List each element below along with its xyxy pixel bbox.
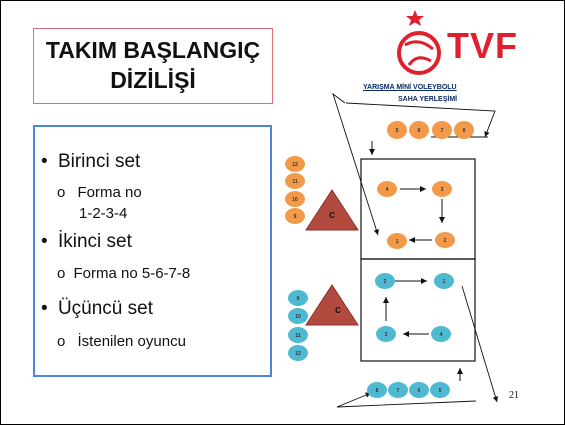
player-number: 7 (441, 128, 444, 134)
player-blue (288, 308, 308, 324)
player-blue (376, 326, 396, 342)
player-number: 2 (444, 238, 447, 244)
rotation-line-bottom-left (336, 392, 477, 408)
bullet-3-sub-1-text: İstenilen oyuncu (77, 333, 186, 350)
player-orange (435, 232, 455, 248)
player-number: 11 (295, 333, 301, 339)
title-box: TAKIM BAŞLANGIÇ DİZİLİŞİ (33, 28, 273, 104)
blue-bench: 9 10 11 12 (288, 290, 308, 361)
bullet-2-label: İkinci set (57, 231, 132, 252)
player-number: 6 (418, 128, 421, 134)
sub-glyph: o (57, 265, 66, 282)
player-blue (288, 345, 308, 361)
court-half-top (360, 158, 476, 260)
coach-triangle-top (305, 189, 359, 231)
bullet-2-sub-1-text: Forma no 5-6-7-8 (73, 265, 191, 282)
player-number: 7 (397, 388, 400, 394)
player-number: 6 (418, 388, 421, 394)
blue-queue: 8 7 6 5 (367, 382, 450, 398)
player-number: 8 (463, 128, 466, 134)
rotation-line-top-left (332, 92, 379, 236)
sub-glyph: o (57, 184, 66, 201)
player-number: 8 (376, 388, 379, 394)
bullet-2: • İkinci set (41, 231, 132, 253)
bullet-3-sub-1: o İstenilen oyuncu (57, 333, 186, 350)
logo-wordmark: TVF (447, 25, 518, 66)
player-blue (409, 382, 429, 398)
bullet-1-sub-2: 1-2-3-4 (79, 205, 128, 222)
player-number: 1 (396, 239, 399, 245)
player-orange (432, 121, 452, 139)
player-orange (377, 181, 397, 197)
player-number: 4 (386, 187, 389, 193)
player-number: 5 (396, 128, 399, 134)
coach-triangle-bottom (305, 284, 359, 326)
orange-queue: 5 6 7 8 (387, 121, 474, 139)
player-number: 3 (441, 187, 444, 193)
coach-label-top: C (329, 211, 335, 220)
bullet-list-box: • Birinci set o Forma no 1-2-3-4 • İkinc… (33, 125, 272, 377)
bullet-2-sub-1: o Forma no 5-6-7-8 (57, 265, 190, 282)
player-orange (454, 121, 474, 139)
bullet-1: • Birinci set (41, 151, 140, 173)
logo-subtitle-2: SAHA YERLEŞİMİ (398, 96, 458, 103)
player-orange (285, 208, 305, 224)
player-number: 9 (297, 296, 300, 302)
bullet-1-sub-1: o Forma no (57, 184, 142, 201)
player-orange (285, 173, 305, 189)
bullet-glyph: • (41, 231, 48, 252)
sub-glyph: o (57, 333, 66, 350)
player-number: 9 (294, 214, 297, 220)
logo-subtitle: YARIŞMA MİNİ VOLEYBOLU (363, 84, 457, 91)
player-orange (387, 121, 407, 139)
player-orange (432, 181, 452, 197)
bullet-1-label: Birinci set (57, 151, 141, 172)
player-number: 12 (292, 162, 298, 168)
player-blue (431, 326, 451, 342)
player-blue (434, 273, 454, 289)
bullet-1-sub-1-text: Forma no (77, 184, 142, 201)
player-number: 11 (292, 179, 298, 185)
player-blue (375, 273, 395, 289)
orange-bench: 12 11 10 9 (285, 156, 305, 224)
bullet-3-label: Üçüncü set (57, 298, 153, 319)
player-number: 1 (443, 279, 446, 285)
player-orange (285, 156, 305, 172)
player-number: 10 (295, 314, 301, 320)
page-number: 21 (509, 390, 519, 401)
player-orange (387, 233, 407, 249)
rotation-line-bottom-right (461, 285, 499, 403)
bullet-3: • Üçüncü set (41, 298, 153, 320)
player-orange (285, 191, 305, 207)
player-number: 5 (439, 388, 442, 394)
player-number: 2 (384, 279, 387, 285)
player-number: 4 (440, 332, 443, 338)
title-line-2: DİZİLİŞİ (110, 67, 196, 93)
player-blue (367, 382, 387, 398)
player-number: 10 (292, 197, 298, 203)
player-blue (288, 290, 308, 306)
bullet-glyph: • (41, 298, 48, 319)
player-blue (430, 382, 450, 398)
coach-label-bottom: C (335, 306, 341, 315)
player-blue (388, 382, 408, 398)
orange-court: 4 3 2 1 (377, 181, 455, 249)
blue-court: 2 1 3 4 (375, 273, 454, 342)
title-line-1: TAKIM BAŞLANGIÇ (45, 37, 261, 63)
rotation-line-top-right (345, 102, 496, 138)
player-blue (288, 327, 308, 343)
court-half-bottom (360, 258, 476, 362)
bullet-glyph: • (41, 151, 48, 172)
player-orange (409, 121, 429, 139)
player-number: 12 (295, 351, 301, 357)
volleyball-star-emblem-icon (397, 10, 441, 75)
player-number: 3 (385, 332, 388, 338)
